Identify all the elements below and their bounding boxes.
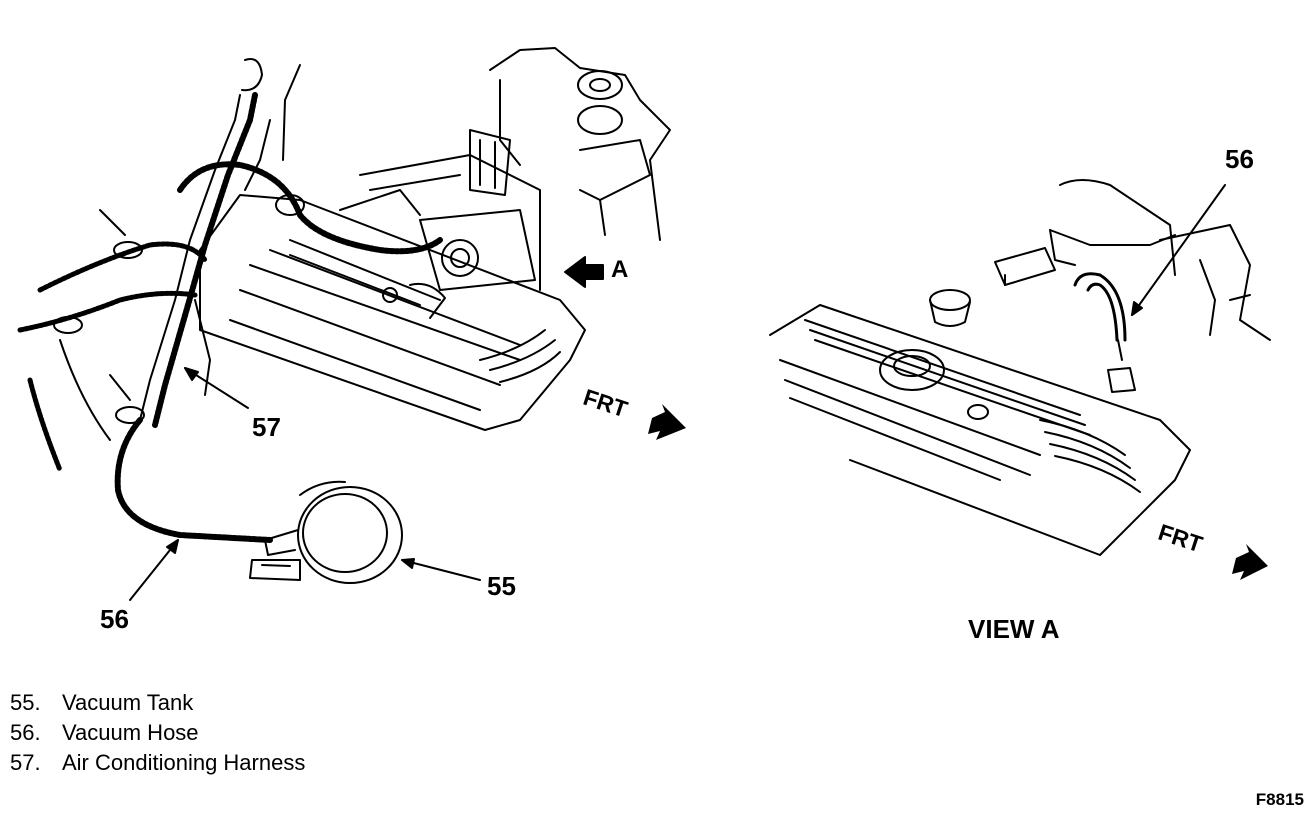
figure-id: F8815 (1255, 790, 1304, 809)
vacuum-tank (249, 480, 403, 584)
legend-text: Air Conditioning Harness (62, 750, 306, 775)
view-a-reference-label: A (611, 256, 629, 283)
engine-block-view-a (929, 179, 1271, 341)
legend-text: Vacuum Hose (62, 720, 199, 745)
engine-block-left (359, 47, 671, 291)
leader-56-left (129, 539, 179, 601)
legend-number: 55. (10, 690, 41, 715)
legend-text: Vacuum Tank (62, 690, 194, 715)
callout-56-left: 56 (100, 604, 129, 634)
wiring-harness (17, 58, 443, 473)
vacuum-hose-view-a (1073, 272, 1136, 393)
legend-number: 56. (10, 720, 41, 745)
leader-56-view-a (1131, 184, 1226, 316)
legend-item: 57. Air Conditioning Harness (10, 748, 305, 778)
view-a-arrow-icon (564, 256, 604, 288)
front-arrow-icon-left (648, 404, 686, 440)
parts-legend: 55. Vacuum Tank 56. Vacuum Hose 57. Air Con… (10, 688, 305, 778)
leader-55 (401, 558, 481, 581)
legend-item: 56. Vacuum Hose (10, 718, 305, 748)
vacuum-hose-left (114, 417, 273, 543)
view-a-title: VIEW A (968, 614, 1060, 644)
callout-56-view-a: 56 (1225, 144, 1254, 174)
throttle-components-left (339, 129, 536, 319)
valve-cover-left (199, 194, 586, 431)
callout-55: 55 (487, 571, 516, 601)
legend-number: 57. (10, 750, 41, 775)
valve-cover-view-a (769, 304, 1191, 556)
legend-item: 55. Vacuum Tank (10, 688, 305, 718)
leader-57 (184, 367, 249, 409)
front-arrow-icon-right (1232, 544, 1268, 580)
callout-57: 57 (252, 412, 281, 442)
